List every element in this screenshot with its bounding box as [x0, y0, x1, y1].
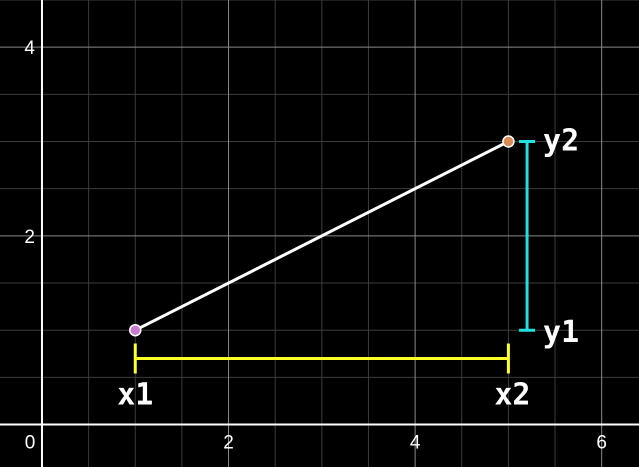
y-tick-label: 4 — [24, 38, 35, 59]
y-tick-label: 2 — [24, 227, 35, 248]
line-segment — [133, 140, 510, 332]
segment-layer — [129, 135, 515, 337]
bracket-labels: x1 x2 y2 y1 — [117, 124, 579, 413]
x-tick-label: 2 — [223, 433, 234, 454]
distance-brackets — [133, 140, 536, 374]
y1-label: y1 — [543, 315, 579, 350]
y2-label: y2 — [543, 124, 579, 159]
x1-label: x1 — [117, 378, 153, 413]
x2-label: x2 — [494, 378, 530, 413]
tick-labels: 0 2 4 6 2 4 — [24, 38, 607, 453]
end-point — [502, 135, 515, 148]
start-point — [129, 323, 142, 337]
x-tick-label: 4 — [410, 433, 421, 454]
x-tick-label: 6 — [596, 433, 607, 454]
x-tick-label: 0 — [25, 433, 36, 454]
